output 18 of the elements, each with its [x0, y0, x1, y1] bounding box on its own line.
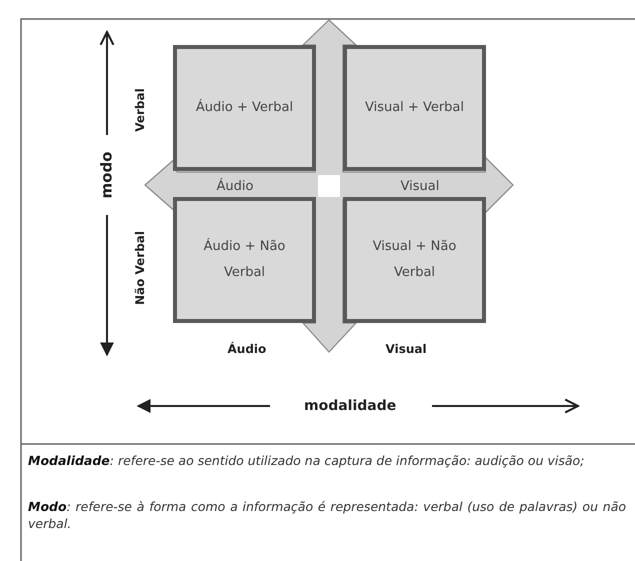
- quadrant-label: Áudio + Verbal: [194, 98, 294, 117]
- arrow-label: Visual: [400, 178, 440, 194]
- definition-text: Modalidade: refere-se ao sentido utilizado na captura de informação: audição ou visão;: [28, 452, 586, 469]
- quadrant-label: Visual + Não Verbal: [372, 238, 458, 282]
- axis-label: Áudio: [228, 342, 266, 356]
- arrow-label: Áudio: [216, 178, 254, 194]
- quadrant-label: Visual + Verbal: [364, 99, 466, 117]
- axis-title: modalidade: [304, 398, 396, 414]
- axis-label: Verbal: [132, 88, 147, 132]
- quadrant-box: [173, 45, 316, 171]
- axis-label: Não Verbal: [133, 230, 148, 306]
- definition-text: Modo: refere-se à forma como a informação é representada: verbal (uso de palavras) ou não verbal.: [28, 498, 626, 532]
- axis-label: Visual: [386, 342, 427, 356]
- quadrant-box: [343, 197, 486, 323]
- quadrant-label: Áudio + Não Verbal: [202, 237, 286, 282]
- axis-title: modo: [97, 152, 115, 198]
- quadrant-box: [173, 197, 316, 323]
- quadrant-box: [343, 45, 486, 171]
